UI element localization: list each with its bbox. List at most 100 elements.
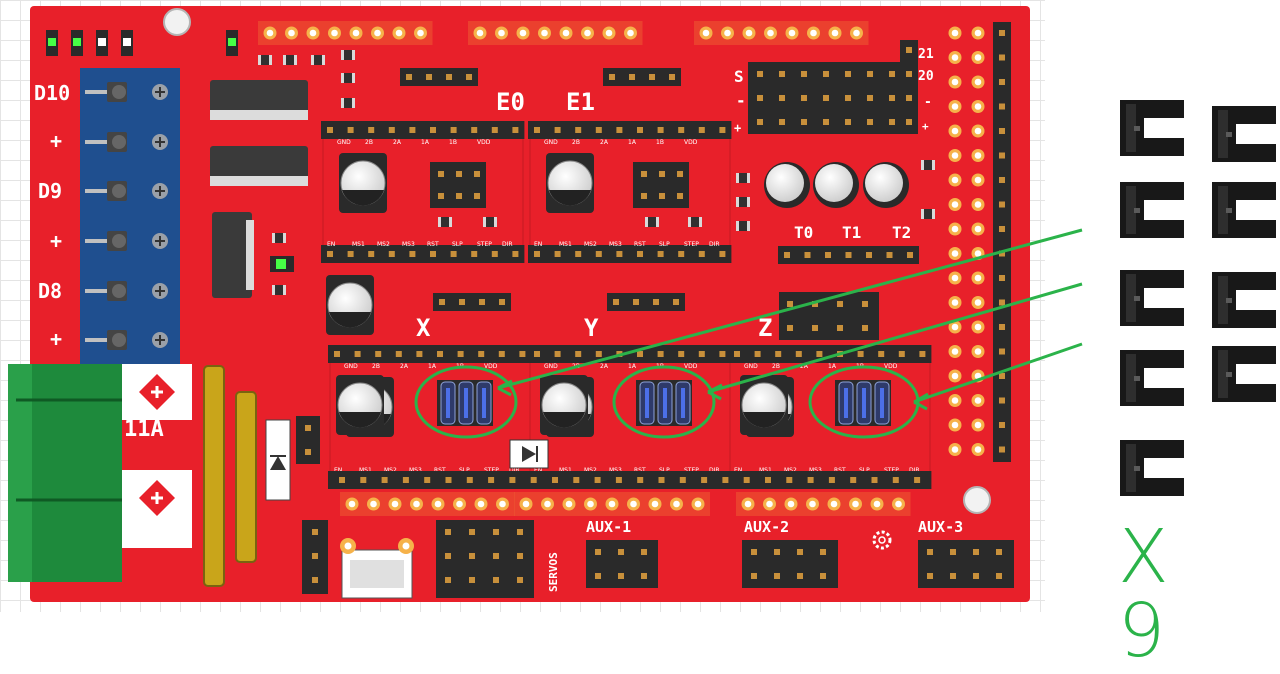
endstop-label-plus: + <box>734 121 741 135</box>
solder-hole <box>559 26 573 40</box>
header-pin <box>638 190 650 202</box>
header-pin <box>638 570 650 582</box>
header-pin <box>591 474 604 486</box>
header-pin <box>996 27 1008 39</box>
header-pin <box>656 190 668 202</box>
header-pin <box>572 248 585 260</box>
jumper-cap-icon <box>1120 182 1184 238</box>
header-pin <box>996 394 1008 407</box>
header-pin <box>716 348 729 360</box>
solder-hole <box>367 497 380 511</box>
solder-hole <box>627 497 640 511</box>
driver-pin-label: GND <box>544 139 558 146</box>
header-pin <box>392 348 405 360</box>
header-pin <box>572 348 585 360</box>
header-pin <box>592 248 605 260</box>
power-label-d9: D9 <box>38 179 62 203</box>
solder-hole <box>971 198 985 211</box>
header-pin <box>716 248 729 260</box>
driver-pin-label: 1A <box>828 363 837 370</box>
driver-pin-label: MS3 <box>809 467 822 474</box>
header-pin <box>331 348 343 360</box>
header-pin <box>630 296 642 308</box>
driver-pin-label: GND <box>744 363 758 370</box>
header-pin <box>675 124 688 136</box>
header-pin <box>551 248 564 260</box>
header-pin <box>551 124 564 136</box>
header-pin <box>924 546 936 558</box>
terminal-screw <box>151 133 169 151</box>
driver-pin-label: DIR <box>502 241 513 248</box>
solder-hole <box>971 345 985 358</box>
header-pin <box>442 574 454 586</box>
solder-hole <box>948 124 962 138</box>
header-pin <box>889 474 902 486</box>
solder-hole <box>971 394 985 407</box>
extruder-label-e0: E0 <box>496 88 525 116</box>
bottom-headers <box>302 471 1014 598</box>
solder-hole <box>306 26 320 40</box>
solder-hole <box>827 497 841 511</box>
header-pin <box>634 248 646 260</box>
solder-hole <box>971 320 985 334</box>
header-pin <box>490 550 502 562</box>
ramps-board-diagram: D10 + D9 + D8 + 11A 5A <box>8 6 1276 602</box>
header-pin <box>531 124 543 136</box>
mounting-hole <box>163 8 191 36</box>
driver-pin-label: DIR <box>709 241 720 248</box>
solder-hole <box>849 497 862 511</box>
capacitor <box>545 152 595 214</box>
header-pin <box>654 248 667 260</box>
header-pin <box>344 124 357 136</box>
header-pin <box>970 546 982 558</box>
driver-pin-label: MS2 <box>584 241 597 248</box>
solder-hole <box>328 26 341 40</box>
driver-pin-label: RST <box>634 467 646 474</box>
driver-pin-label: MS2 <box>384 467 397 474</box>
header-pin <box>698 474 711 486</box>
solder-hole <box>948 418 962 432</box>
header-pin <box>886 116 898 128</box>
header-pin <box>842 92 854 104</box>
solder-hole <box>948 443 962 456</box>
solder-hole <box>971 51 985 64</box>
fuse-label-11a: 11A <box>124 417 164 442</box>
driver-pin-label: RST <box>834 467 846 474</box>
header-pin <box>996 443 1008 456</box>
solder-hole <box>453 497 466 511</box>
driver-pin-label: RST <box>634 241 646 248</box>
header-pin <box>434 348 446 360</box>
solder-hole <box>948 369 962 383</box>
header-pin <box>365 248 378 260</box>
header-pin <box>443 71 455 83</box>
solder-hole <box>892 497 905 511</box>
header-pin <box>324 124 336 136</box>
solder-hole <box>948 247 962 260</box>
header-pin <box>903 68 915 80</box>
solder-hole <box>971 173 985 187</box>
driver-pin-label: MS1 <box>359 467 372 474</box>
driver-pin-label: GND <box>337 139 351 146</box>
header-pin <box>947 570 959 582</box>
annotation-arrows <box>414 228 1083 439</box>
header-pin <box>798 92 810 104</box>
header-pin <box>771 570 783 582</box>
header-pin <box>406 124 419 136</box>
driver-pin-label: STEP <box>684 241 699 248</box>
header-pin <box>654 124 667 136</box>
header-pin <box>351 348 364 360</box>
header-pin <box>531 248 543 260</box>
solder-hole <box>371 26 384 40</box>
header-pin <box>886 92 898 104</box>
driver-pin-label: 1A <box>628 363 637 370</box>
header-pin <box>646 71 658 83</box>
header-pin <box>996 419 1008 431</box>
driver-pin-label: VDD <box>477 139 491 146</box>
solder-hole <box>581 26 594 40</box>
solder-hole <box>948 271 962 285</box>
solder-hole <box>971 222 985 236</box>
header-pin <box>751 348 764 360</box>
header-pin <box>626 71 638 83</box>
jumper-caps <box>1120 100 1276 496</box>
solder-hole <box>431 497 445 511</box>
